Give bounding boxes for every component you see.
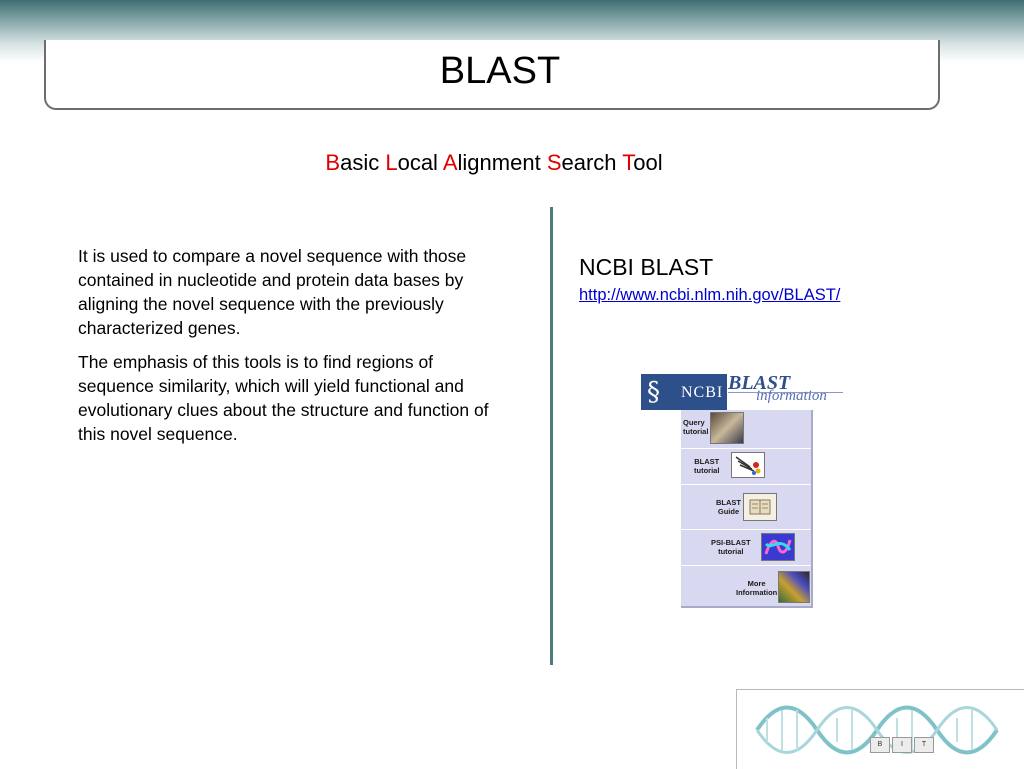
subtitle-part: ool [633, 150, 663, 175]
subtitle-letter-s: S [546, 150, 562, 175]
column-divider [550, 207, 553, 665]
slide-subtitle: Basic Local Alignment Search Tool [0, 150, 988, 176]
bit-key-i: I [892, 737, 912, 753]
subtitle-part: lignment [457, 150, 547, 175]
subtitle-letter-b: B [325, 150, 341, 175]
slide-title: BLAST [439, 50, 561, 92]
ncbi-logo-text: NCBI [681, 384, 724, 401]
bit-key-b: B [870, 737, 890, 753]
description-paragraph-2: The emphasis of this tools is to find re… [78, 352, 489, 444]
description-paragraph-1: It is used to compare a novel sequence w… [78, 246, 467, 338]
more-information-image-icon [778, 571, 810, 603]
information-rule [728, 392, 843, 393]
subtitle-letter-a: A [442, 150, 458, 175]
ncbi-helix-icon: § [647, 377, 660, 407]
subtitle-part: ocal [397, 150, 443, 175]
ncbi-blast-heading: NCBI BLAST [579, 254, 714, 280]
ncbi-blast-link[interactable]: http://www.ncbi.nlm.nih.gov/BLAST/ [579, 286, 841, 304]
blast-information-title: BLAST [728, 372, 791, 394]
title-frame [44, 40, 940, 110]
bit-key-t: T [914, 737, 934, 753]
blast-guide-book-icon [743, 493, 777, 521]
subtitle-letter-l: L [385, 150, 398, 175]
dna-helix-icon [755, 705, 999, 755]
information-word: information [756, 388, 827, 404]
blast-tutorial-image-icon [731, 452, 765, 478]
bit-institute-logo: B I T [736, 689, 1024, 769]
ncbi-logo: § NCBI [641, 374, 727, 410]
psi-blast-structure-icon [761, 533, 795, 561]
description-text: It is used to compare a novel sequence w… [78, 244, 498, 456]
subtitle-letter-t: T [622, 150, 634, 175]
query-tutorial-image-icon [710, 412, 744, 444]
subtitle-part: earch [561, 150, 623, 175]
subtitle-part: asic [340, 150, 386, 175]
